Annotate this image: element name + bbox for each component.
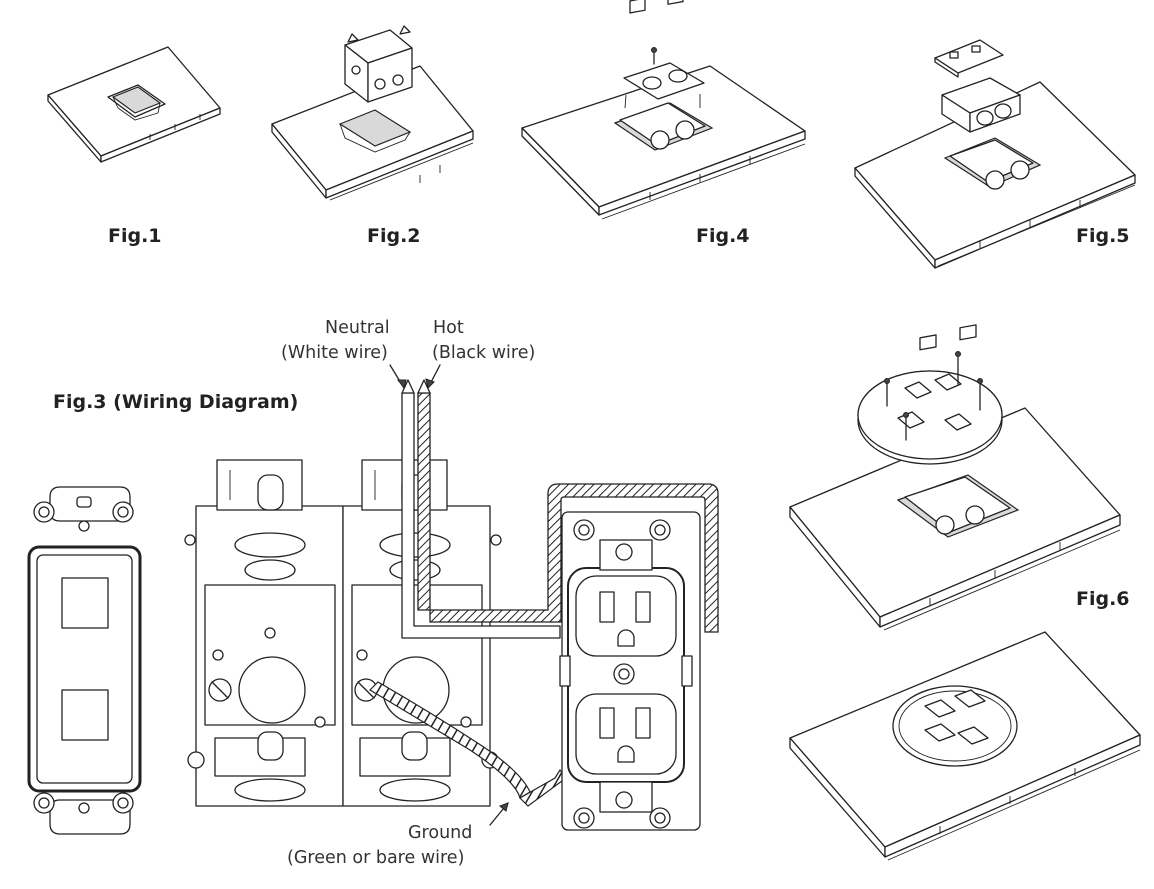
- fig2-label: Fig.2: [367, 225, 421, 247]
- ground-label: Ground: [408, 823, 472, 843]
- decorator-plate-drawing: [27, 486, 142, 835]
- fig6-label: Fig.6: [1076, 588, 1130, 610]
- hot-desc-label: (Black wire): [432, 343, 535, 363]
- fig1-drawing: [47, 46, 221, 163]
- fig5-drawing: [854, 39, 1136, 269]
- fig1-label: Fig.1: [108, 225, 162, 247]
- fig2-drawing: [271, 25, 474, 201]
- ground-desc-label: (Green or bare wire): [287, 848, 464, 868]
- fig5-label: Fig.5: [1076, 225, 1130, 247]
- fig3-label: Fig.3 (Wiring Diagram): [53, 391, 298, 413]
- fig4-drawing: [521, 0, 806, 220]
- fig4-label: Fig.4: [696, 225, 750, 247]
- hot-label: Hot: [433, 318, 464, 338]
- fig6-top-drawing: [789, 324, 1121, 631]
- neutral-label: Neutral: [325, 318, 390, 338]
- wiring-diagram-drawing: [184, 364, 719, 831]
- neutral-desc-label: (White wire): [281, 343, 388, 363]
- fig6-bottom-drawing: [789, 631, 1141, 861]
